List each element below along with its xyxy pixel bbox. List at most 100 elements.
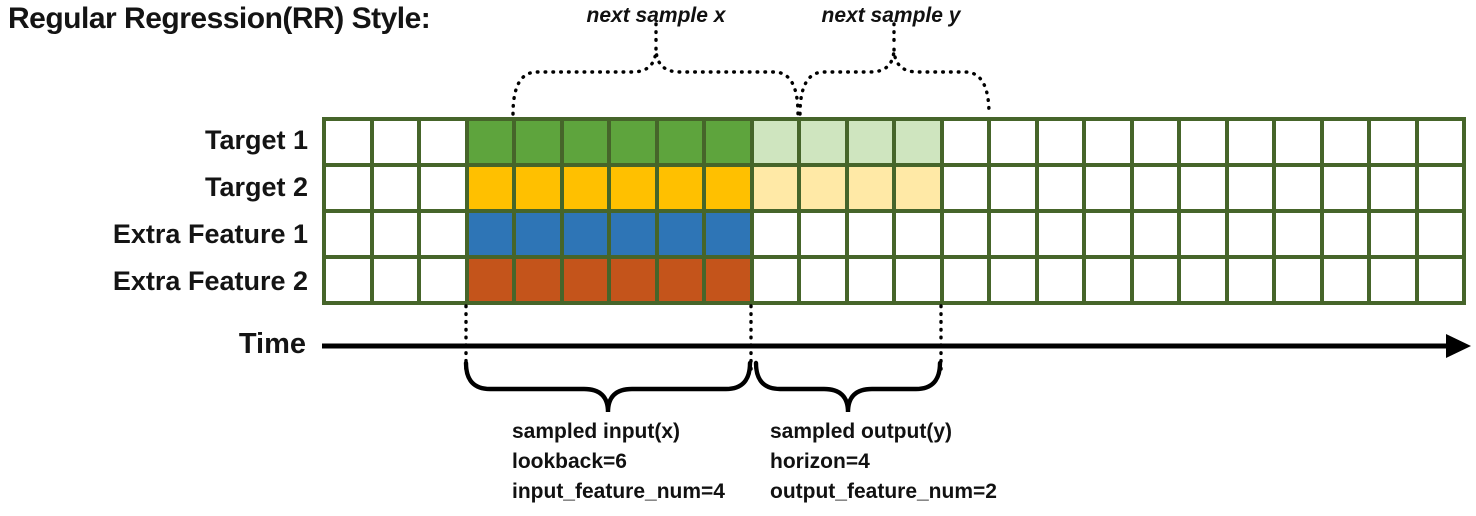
grid-cell	[371, 165, 419, 211]
time-axis-label: Time	[238, 328, 306, 360]
sampled-output-brace	[753, 360, 943, 413]
grid-cell	[941, 119, 989, 165]
grid-cell	[846, 165, 894, 211]
time-arrow-head	[1446, 334, 1471, 358]
grid-cell	[1179, 211, 1227, 257]
input-caption-line3: input_feature_num=4	[512, 480, 725, 503]
grid-cell	[989, 165, 1037, 211]
grid-cell	[1226, 119, 1274, 165]
grid-cell	[1369, 165, 1417, 211]
input-caption-line1: sampled input(x)	[512, 420, 681, 443]
grid-cell	[1369, 257, 1417, 303]
grid-cell	[324, 165, 372, 211]
grid-cell	[561, 119, 609, 165]
grid-cell	[846, 257, 894, 303]
grid-cell	[941, 211, 989, 257]
grid-cell	[1369, 119, 1417, 165]
grid-cell	[704, 165, 752, 211]
grid-cell	[989, 119, 1037, 165]
grid-cell	[894, 119, 942, 165]
grid-cell	[751, 211, 799, 257]
row-label-3: Extra Feature 1	[112, 219, 308, 249]
grid-cell	[514, 119, 562, 165]
grid-cell	[846, 119, 894, 165]
row-label-4: Extra Feature 2	[112, 266, 308, 296]
grid-cell	[989, 257, 1037, 303]
grid-cell	[704, 257, 752, 303]
grid-cell	[1226, 165, 1274, 211]
grid-cell	[1131, 257, 1179, 303]
grid-cell	[989, 211, 1037, 257]
grid-cell	[466, 119, 514, 165]
output-caption-line3: output_feature_num=2	[770, 480, 997, 503]
grid-cell	[1084, 119, 1132, 165]
grid-cell	[324, 119, 372, 165]
grid-cell	[466, 257, 514, 303]
grid-cell	[1036, 257, 1084, 303]
grid-cell	[514, 257, 562, 303]
grid-cell	[799, 119, 847, 165]
grid-cell	[1416, 119, 1464, 165]
grid-cell	[1321, 257, 1369, 303]
grid-cell	[609, 257, 657, 303]
output-caption-line1: sampled output(y)	[770, 420, 952, 443]
grid-cell	[751, 119, 799, 165]
grid-cell	[1274, 119, 1322, 165]
grid-cell	[656, 257, 704, 303]
grid-cell	[941, 257, 989, 303]
grid-cell	[894, 257, 942, 303]
row-label-1: Target 1	[204, 125, 308, 155]
grid-cell	[751, 165, 799, 211]
grid-cell	[1321, 165, 1369, 211]
next-sample-y-label: next sample y	[821, 4, 961, 27]
grid-cell	[466, 165, 514, 211]
input-caption-line2: lookback=6	[512, 450, 627, 473]
grid-cell	[704, 211, 752, 257]
grid-cell	[371, 257, 419, 303]
grid-cell	[1131, 165, 1179, 211]
grid-cell	[1084, 165, 1132, 211]
grid-cell	[466, 211, 514, 257]
grid-cell	[799, 165, 847, 211]
grid-cell	[514, 165, 562, 211]
grid-cell	[1369, 211, 1417, 257]
grid-cell	[1274, 211, 1322, 257]
grid-cell	[609, 165, 657, 211]
grid-cell	[514, 211, 562, 257]
grid-cell	[1274, 257, 1322, 303]
grid-cell	[609, 119, 657, 165]
grid-cell	[799, 257, 847, 303]
grid-cell	[1084, 257, 1132, 303]
output-caption-line2: horizon=4	[770, 450, 870, 473]
sample-grid	[322, 117, 1466, 305]
grid-cell	[561, 257, 609, 303]
grid-cell	[1321, 211, 1369, 257]
input-caption: sampled input(x) lookback=6 input_featur…	[512, 417, 725, 507]
grid-cell	[1179, 119, 1227, 165]
grid-cell	[846, 211, 894, 257]
grid-cell	[561, 211, 609, 257]
grid-cell	[1321, 119, 1369, 165]
grid-cell	[324, 211, 372, 257]
next-sample-x-brace	[511, 47, 800, 116]
grid-cell	[656, 165, 704, 211]
grid-cell	[371, 119, 419, 165]
grid-cell	[1416, 211, 1464, 257]
grid-cell	[561, 165, 609, 211]
grid-cell	[894, 211, 942, 257]
grid-cell	[894, 165, 942, 211]
grid-cell	[704, 119, 752, 165]
grid-cell	[941, 165, 989, 211]
output-caption: sampled output(y) horizon=4 output_featu…	[770, 417, 997, 507]
grid-cell	[419, 165, 467, 211]
grid-cell	[656, 119, 704, 165]
grid-cell	[1131, 211, 1179, 257]
grid-cell	[1416, 257, 1464, 303]
grid-cell	[656, 211, 704, 257]
sampled-input-brace	[463, 360, 753, 413]
grid-cell	[1036, 119, 1084, 165]
grid-cell	[799, 211, 847, 257]
grid-cell	[371, 211, 419, 257]
grid-cell	[324, 257, 372, 303]
